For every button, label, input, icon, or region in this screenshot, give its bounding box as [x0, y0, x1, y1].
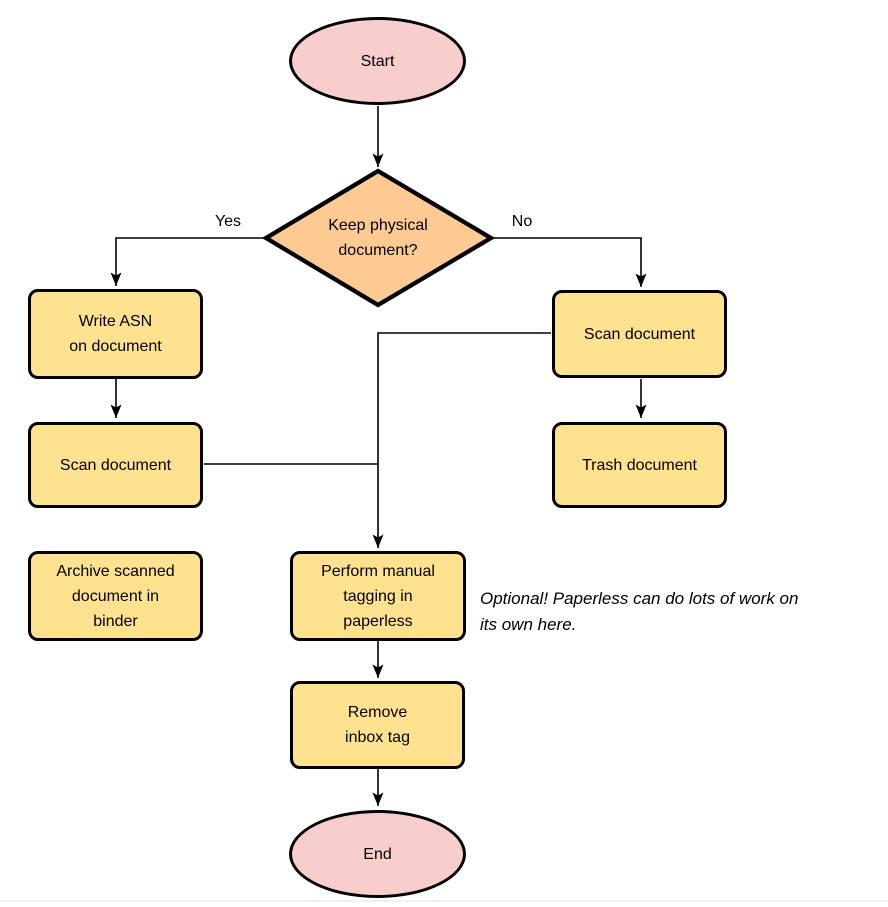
node-perform-tagging: Perform manual tagging in paperless	[290, 551, 466, 641]
decision-diamond-shape	[261, 168, 496, 308]
node-perform-tagging-label: Perform manual tagging in paperless	[321, 562, 435, 630]
edge-decision-yes-to-write-asn	[110, 237, 266, 286]
edge-decision-no-to-scan-right	[491, 237, 647, 287]
node-remove-inbox-tag: Remove inbox tag	[290, 681, 465, 769]
bottom-divider	[0, 900, 888, 902]
node-decision-label: Keep physical document?	[328, 217, 428, 259]
node-end-label: End	[363, 845, 392, 863]
node-scan-document-left-label: Scan document	[59, 456, 172, 474]
node-write-asn: Write ASN on document	[28, 289, 203, 379]
node-trash-document-label: Trash document	[581, 456, 697, 474]
node-scan-document-right-label: Scan document	[583, 325, 696, 343]
node-scan-document-right: Scan document	[552, 290, 727, 378]
node-remove-inbox-tag-label: Remove inbox tag	[345, 704, 410, 746]
annotation-optional-note: Optional! Paperless can do lots of work …	[480, 589, 799, 634]
edge-scan-right-to-perform	[372, 332, 551, 548]
node-decision: Keep physical document?	[278, 196, 478, 280]
node-archive-binder: Archive scanned document in binder	[28, 551, 203, 641]
edge-label-yes: Yes	[214, 213, 242, 230]
node-start-label: Start	[360, 52, 395, 70]
node-archive-binder-label: Archive scanned document in binder	[56, 562, 175, 630]
edge-label-no: No	[511, 213, 533, 230]
node-scan-document-left: Scan document	[28, 422, 203, 508]
node-write-asn-label: Write ASN on document	[69, 313, 162, 355]
node-end: End	[289, 810, 466, 898]
node-start: Start	[289, 17, 466, 105]
node-trash-document: Trash document	[552, 422, 727, 508]
